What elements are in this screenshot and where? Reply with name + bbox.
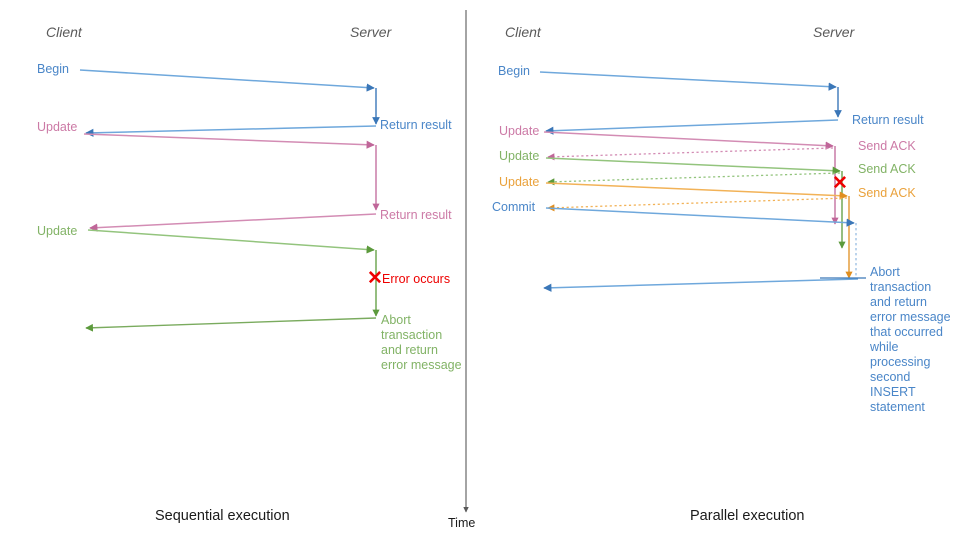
arrow-par-begin (539, 71, 842, 118)
left-message-return-result-1-label: Return result (380, 118, 452, 132)
sequential-panel-arrows (79, 69, 380, 332)
arrow-seq-update-1 (83, 133, 380, 211)
arrow-par-send-ack-2 (547, 172, 841, 186)
left-actor-client-label: Client (46, 24, 82, 40)
parallel-panel-arrows (539, 71, 866, 292)
arrow-par-send-ack-3 (547, 197, 848, 212)
right-panel-caption: Parallel execution (690, 508, 805, 524)
left-actor-server-label: Server (350, 24, 392, 40)
right-abort-line-2: transaction (870, 280, 932, 294)
right-abort-line-9: INSERT (870, 385, 916, 399)
right-abort-line-10: statement (870, 400, 925, 414)
arrow-par-send-ack-1 (547, 147, 834, 161)
left-abort-line-1: Abort (381, 313, 411, 327)
arrow-seq-return-result-1 (85, 125, 377, 137)
right-message-update-1-label: Update (499, 124, 540, 138)
right-abort-line-6: while (870, 340, 899, 354)
right-abort-line-1: Abort (870, 265, 900, 279)
time-axis-label: Time (448, 516, 476, 530)
left-abort-line-3: and return (381, 343, 438, 357)
left-abort-line-2: transaction (381, 328, 443, 342)
left-panel-caption: Sequential execution (155, 508, 290, 524)
left-error-occurs-label: Error occurs (382, 272, 451, 286)
arrow-seq-return-result-2 (89, 213, 377, 232)
right-message-send-ack-3-label: Send ACK (858, 186, 916, 200)
arrow-seq-update-2 (87, 229, 380, 317)
right-message-update-3-label: Update (499, 175, 540, 189)
right-message-send-ack-2-label: Send ACK (858, 162, 916, 176)
right-abort-line-8: second (870, 370, 911, 384)
left-message-update-2-label: Update (37, 224, 78, 238)
right-abort-line-7: processing (870, 355, 931, 369)
right-message-send-ack-1-label: Send ACK (858, 139, 916, 153)
error-x-icon-right: ✕ (832, 173, 848, 194)
right-message-commit-label: Commit (492, 200, 536, 214)
left-abort-line-4: error message (381, 358, 462, 372)
arrow-seq-begin (79, 69, 380, 125)
right-abort-line-3: and return (870, 295, 927, 309)
arrow-seq-abort (85, 317, 377, 332)
right-actor-client-label: Client (505, 24, 541, 40)
error-x-icon-left: ✕ (367, 268, 383, 289)
right-message-begin-label: Begin (498, 64, 530, 78)
right-message-update-2-label: Update (499, 149, 540, 163)
left-message-update-1-label: Update (37, 120, 78, 134)
left-message-begin-label: Begin (37, 62, 69, 76)
right-message-return-result-label: Return result (852, 113, 924, 127)
arrow-par-abort (543, 277, 866, 292)
arrow-par-update-2 (545, 157, 846, 249)
arrow-par-return-result (545, 119, 839, 135)
right-abort-line-4: error message (870, 310, 951, 324)
left-message-return-result-2-label: Return result (380, 208, 452, 222)
arrow-par-update-1 (543, 131, 839, 225)
arrow-par-update-3 (545, 182, 853, 279)
right-abort-line-5: that occurred (870, 325, 943, 339)
right-actor-server-label: Server (813, 24, 855, 40)
arrow-par-commit (545, 207, 857, 277)
